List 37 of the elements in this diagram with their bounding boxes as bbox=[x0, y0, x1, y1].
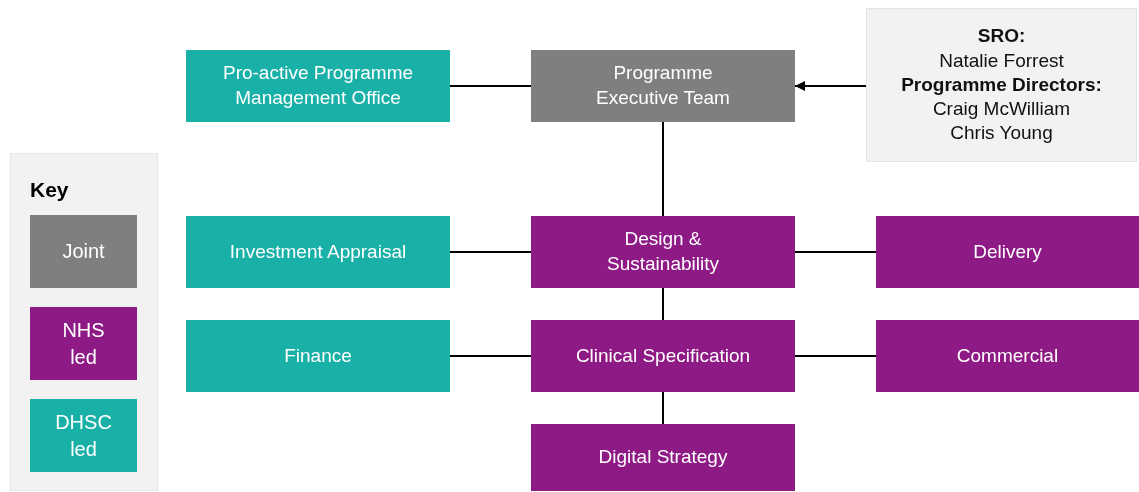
role-heading: SRO: bbox=[977, 24, 1026, 49]
org-box bbox=[186, 50, 450, 122]
box-label: Design & Sustainability bbox=[606, 227, 720, 276]
legend-label: DHSC led bbox=[54, 409, 113, 462]
org-box bbox=[531, 320, 795, 392]
legend-label: Joint bbox=[62, 239, 105, 264]
connector-line bbox=[662, 391, 664, 425]
box-label: Digital Strategy bbox=[598, 445, 728, 470]
box-label: Commercial bbox=[956, 343, 1059, 368]
connector-line bbox=[662, 287, 664, 321]
connector-line bbox=[794, 355, 877, 357]
legend-title: Key bbox=[30, 178, 69, 202]
org-box bbox=[186, 216, 450, 288]
org-box bbox=[186, 320, 450, 392]
box-label: Delivery bbox=[973, 239, 1042, 264]
connector-line bbox=[449, 85, 532, 87]
person-name: Natalie Forrest bbox=[939, 48, 1064, 73]
org-box bbox=[531, 424, 795, 491]
box-label: Clinical Specification bbox=[575, 343, 751, 368]
org-box bbox=[531, 216, 795, 288]
info-panel bbox=[866, 8, 1137, 162]
connector-line bbox=[449, 355, 532, 357]
connector-line bbox=[662, 121, 664, 217]
arrow bbox=[794, 81, 867, 91]
legend-label: NHS led bbox=[61, 317, 106, 370]
person-name: Chris Young bbox=[950, 121, 1053, 146]
connector-line bbox=[449, 251, 532, 253]
person-name: Craig McWilliam bbox=[932, 97, 1071, 122]
connector-line bbox=[794, 251, 877, 253]
box-label: Investment Appraisal bbox=[229, 239, 407, 264]
box-label: Programme Executive Team bbox=[595, 61, 731, 110]
box-label: Finance bbox=[284, 343, 352, 368]
box-label: Pro-active Programme Management Office bbox=[221, 61, 415, 110]
org-box bbox=[531, 50, 795, 122]
org-box bbox=[876, 216, 1139, 288]
org-box bbox=[876, 320, 1139, 392]
role-heading: Programme Directors: bbox=[901, 72, 1102, 97]
